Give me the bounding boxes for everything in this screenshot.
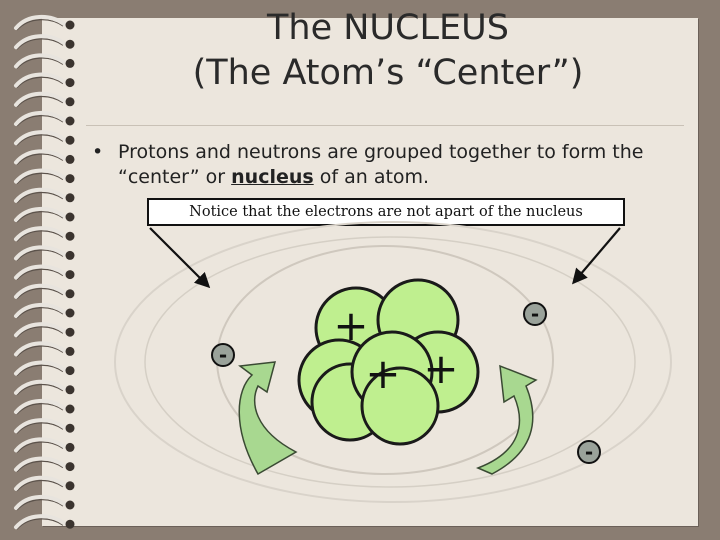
binding-ring — [14, 456, 75, 473]
proton-sign: + — [365, 349, 400, 398]
binding-ring — [14, 187, 75, 204]
binding-ring — [14, 360, 75, 377]
bullet-text-after: of an atom. — [313, 166, 430, 188]
binding-ring — [14, 399, 75, 415]
title-line-2: (The Atom’s “Center”) — [192, 53, 584, 93]
title-line-1: The NUCLEUS — [267, 8, 509, 48]
spiral-binding — [14, 15, 75, 530]
curved-arrow-left — [238, 361, 298, 476]
bullet-keyword: nucleus — [231, 166, 314, 188]
binding-ring — [14, 264, 75, 281]
electron-sign: - — [585, 440, 593, 464]
electron: - — [523, 302, 547, 326]
bullet-marker: • — [92, 141, 104, 163]
electron-sign: - — [531, 302, 539, 326]
binding-ring — [14, 207, 75, 223]
pointer-arrow-left — [149, 227, 211, 289]
binding-ring — [14, 322, 75, 338]
electron: - — [211, 343, 235, 367]
binding-ring — [14, 303, 75, 319]
proton-sign: + — [423, 344, 458, 393]
pointer-arrow-right — [572, 227, 621, 285]
binding-ring — [14, 475, 75, 492]
outer-orbit — [114, 221, 672, 503]
binding-ring — [14, 53, 75, 69]
binding-ring — [14, 437, 75, 453]
binding-ring — [14, 72, 75, 89]
binding-ring — [14, 34, 75, 50]
slide-title: The NUCLEUS (The Atom’s “Center”) — [90, 6, 686, 96]
binding-ring — [14, 168, 75, 185]
binding-ring — [14, 149, 75, 165]
binding-ring — [14, 495, 75, 511]
binding-ring — [14, 341, 75, 357]
binding-ring — [14, 226, 75, 242]
middle-orbit — [144, 236, 636, 488]
bullet-text-before: Protons and neutrons are grouped togethe… — [118, 141, 644, 188]
binding-ring — [14, 91, 75, 108]
curved-arrow-right — [476, 364, 538, 475]
electron: - — [577, 440, 601, 464]
title-divider — [86, 125, 684, 126]
binding-ring — [14, 15, 75, 31]
binding-ring — [14, 514, 75, 530]
bullet-text: Protons and neutrons are grouped togethe… — [118, 140, 672, 190]
binding-ring — [14, 418, 75, 434]
binding-ring — [14, 130, 75, 146]
electron-sign: - — [219, 343, 227, 367]
nucleus-particle — [360, 366, 440, 446]
binding-ring — [14, 379, 75, 396]
nucleus — [297, 278, 480, 446]
proton-sign: + — [333, 301, 368, 350]
binding-ring — [14, 111, 75, 127]
binding-ring — [14, 245, 75, 261]
bullet-point: • Protons and neutrons are grouped toget… — [92, 140, 672, 190]
binding-ring — [14, 283, 75, 300]
